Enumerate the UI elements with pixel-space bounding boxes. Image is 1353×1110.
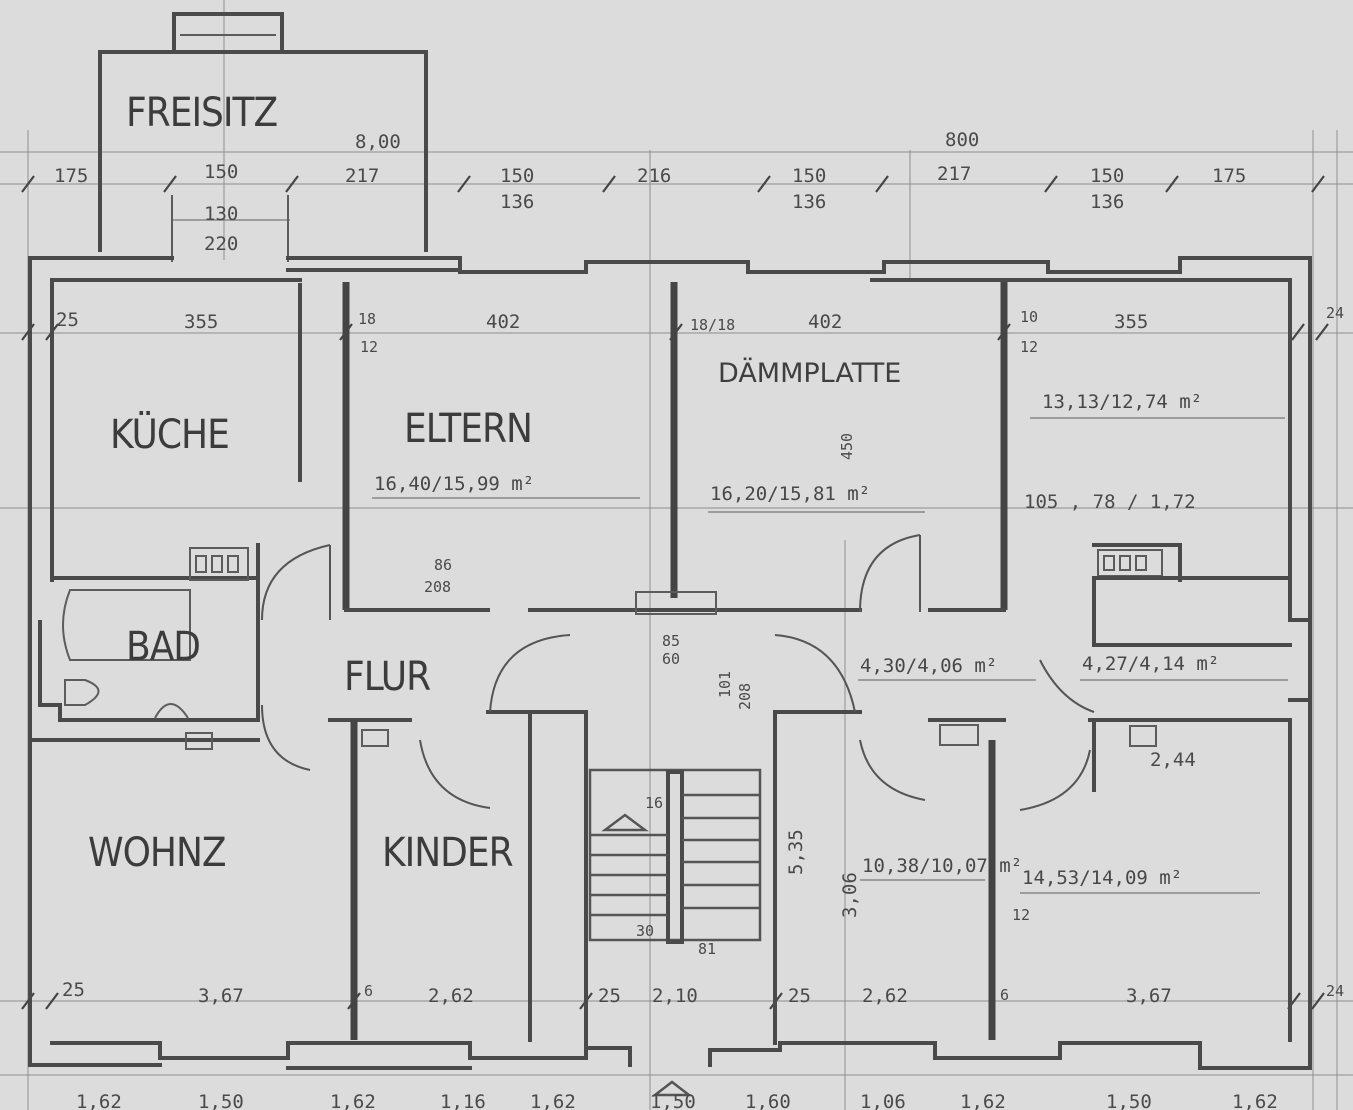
- dimensions-misc: 86 208 85 60 101 208 450 105 , 78 / 1,72…: [424, 433, 1196, 1004]
- dim-bottom-1: 1,50: [198, 1091, 244, 1110]
- dim-stair-landing: 81: [698, 940, 716, 958]
- dim-wall-right-bottom: 24: [1326, 982, 1344, 1000]
- area-daemmplatte: 16,20/15,81 m²: [710, 483, 870, 505]
- dim-wall-a-bottom-row: 6: [364, 982, 373, 1000]
- dim-bottom-9: 1,50: [1106, 1091, 1152, 1110]
- dim-chain-right: 105 , 78 / 1,72: [1024, 491, 1196, 513]
- dim-bottom-6: 1,60: [745, 1091, 791, 1110]
- dim-wall-b: 18/18: [690, 316, 735, 334]
- dim-small-room-width: 2,62: [862, 985, 908, 1007]
- room-label-kueche: KÜCHE: [110, 410, 229, 458]
- dim-door-eltern-height: 208: [424, 578, 451, 596]
- area-hall-right: 4,27/4,14 m²: [1082, 653, 1219, 675]
- area-right-lower: 14,53/14,09 m²: [1022, 867, 1182, 889]
- dim-door-stair-width: 101: [716, 671, 734, 698]
- dim-wall-right-top: 24: [1326, 304, 1344, 322]
- dim-vertical-306: 3,06: [839, 872, 861, 918]
- dim-top-8: 175: [1212, 165, 1246, 187]
- dim-kinder-width: 2,62: [428, 985, 474, 1007]
- dim-right-width: 355: [1114, 311, 1148, 333]
- dim-top-3: 150: [500, 165, 534, 187]
- room-label-eltern: ELTERN: [404, 406, 532, 452]
- dim-shaft-height: 60: [662, 650, 680, 668]
- room-label-kinder: KINDER: [382, 830, 513, 876]
- staircase: [588, 768, 762, 1097]
- dim-wall-c-bottom-row: 25: [788, 985, 811, 1007]
- dimensions-rooms-bottom: 25 3,67 6 2,62 25 2,10 25 2,62 3,67 24: [62, 979, 1344, 1007]
- dim-small-wall-2: 12: [1012, 906, 1030, 924]
- dim-freisitz-inner: 130: [204, 203, 238, 225]
- door-swings: [261, 534, 1095, 811]
- dim-total-left: 8,00: [355, 131, 401, 153]
- dim-daemm-height: 450: [838, 433, 856, 460]
- dim-door-eltern-width: 86: [434, 556, 452, 574]
- dim-bottom-5: 1,50: [650, 1091, 696, 1110]
- area-eltern: 16,40/15,99 m²: [374, 473, 534, 495]
- dim-vertical-535: 5,35: [785, 829, 807, 875]
- area-annotations: 16,40/15,99 m² 16,20/15,81 m² 13,13/12,7…: [372, 391, 1288, 894]
- dim-top-0: 175: [54, 165, 88, 187]
- dim-bottom-8: 1,62: [960, 1091, 1006, 1110]
- room-label-freisitz: FREISITZ: [126, 90, 277, 136]
- dim-daemm-width: 402: [808, 311, 842, 333]
- dim-bottom-7: 1,06: [860, 1091, 906, 1110]
- dim-eltern-width: 402: [486, 311, 520, 333]
- area-small-room: 10,38/10,07 m²: [862, 855, 1022, 877]
- dim-top-sub-1: 136: [792, 191, 826, 213]
- room-labels: FREISITZ KÜCHE ELTERN DÄMMPLATTE BAD FLU…: [88, 90, 901, 876]
- dim-top-4: 216: [637, 165, 671, 187]
- dimensions-top: 8,00 800 175 150 217 150 216 150 217 150…: [54, 129, 1246, 255]
- dim-right-hall-width: 2,44: [1150, 749, 1196, 771]
- area-hall-center: 4,30/4,06 m²: [860, 655, 997, 677]
- dim-stair-tread: 30: [636, 922, 654, 940]
- dim-stair-width: 2,10: [652, 985, 698, 1007]
- dim-wohnz-width: 3,67: [198, 985, 244, 1007]
- dim-bottom-4: 1,62: [530, 1091, 576, 1110]
- room-label-bad: BAD: [126, 624, 200, 670]
- dim-wall-b-bottom-row: 25: [598, 985, 621, 1007]
- dim-wall-a-top: 18: [358, 310, 376, 328]
- dim-door-stair-height: 208: [736, 683, 754, 710]
- room-label-wohnz: WOHNZ: [88, 830, 226, 876]
- label-daemmplatte: DÄMMPLATTE: [718, 357, 901, 389]
- dim-wall-left-top: 25: [56, 309, 79, 331]
- dim-top-5: 150: [792, 165, 826, 187]
- dim-shaft-width: 85: [662, 632, 680, 650]
- dim-wall-a-bottom: 12: [360, 338, 378, 356]
- exterior-walls: [28, 256, 1312, 1070]
- dim-total-right: 800: [945, 129, 979, 151]
- dimensions-rooms-top: 25 355 18 12 402 18/18 402 10 12 355 24: [56, 304, 1344, 356]
- dim-right-lower-width: 3,67: [1126, 985, 1172, 1007]
- dim-top-2: 217: [345, 165, 379, 187]
- room-label-flur: FLUR: [344, 654, 430, 700]
- dim-bottom-10: 1,62: [1232, 1091, 1278, 1110]
- dim-bottom-0: 1,62: [76, 1091, 122, 1110]
- dim-top-sub-2: 136: [1090, 191, 1124, 213]
- dim-wall-left-bottom: 25: [62, 979, 85, 1001]
- dimensions-bottom: 1,62 1,50 1,62 1,16 1,62 1,50 1,60 1,06 …: [76, 1091, 1278, 1110]
- dim-stair-rise: 16: [645, 794, 663, 812]
- dim-bottom-2: 1,62: [330, 1091, 376, 1110]
- area-right-upper: 13,13/12,74 m²: [1042, 391, 1202, 413]
- dim-kueche-width: 355: [184, 311, 218, 333]
- dim-top-6: 217: [937, 163, 971, 185]
- freisitz-structure: [98, 12, 428, 262]
- dim-top-1: 150: [204, 161, 238, 183]
- dim-freisitz-depth: 220: [204, 233, 238, 255]
- dim-wall-c-top: 10: [1020, 308, 1038, 326]
- dim-small-wall-1: 6: [1000, 986, 1009, 1004]
- interior-walls: [28, 282, 1292, 1050]
- dim-top-sub-0: 136: [500, 191, 534, 213]
- dim-wall-c-bottom: 12: [1020, 338, 1038, 356]
- dim-bottom-3: 1,16: [440, 1091, 486, 1110]
- dim-top-7: 150: [1090, 165, 1124, 187]
